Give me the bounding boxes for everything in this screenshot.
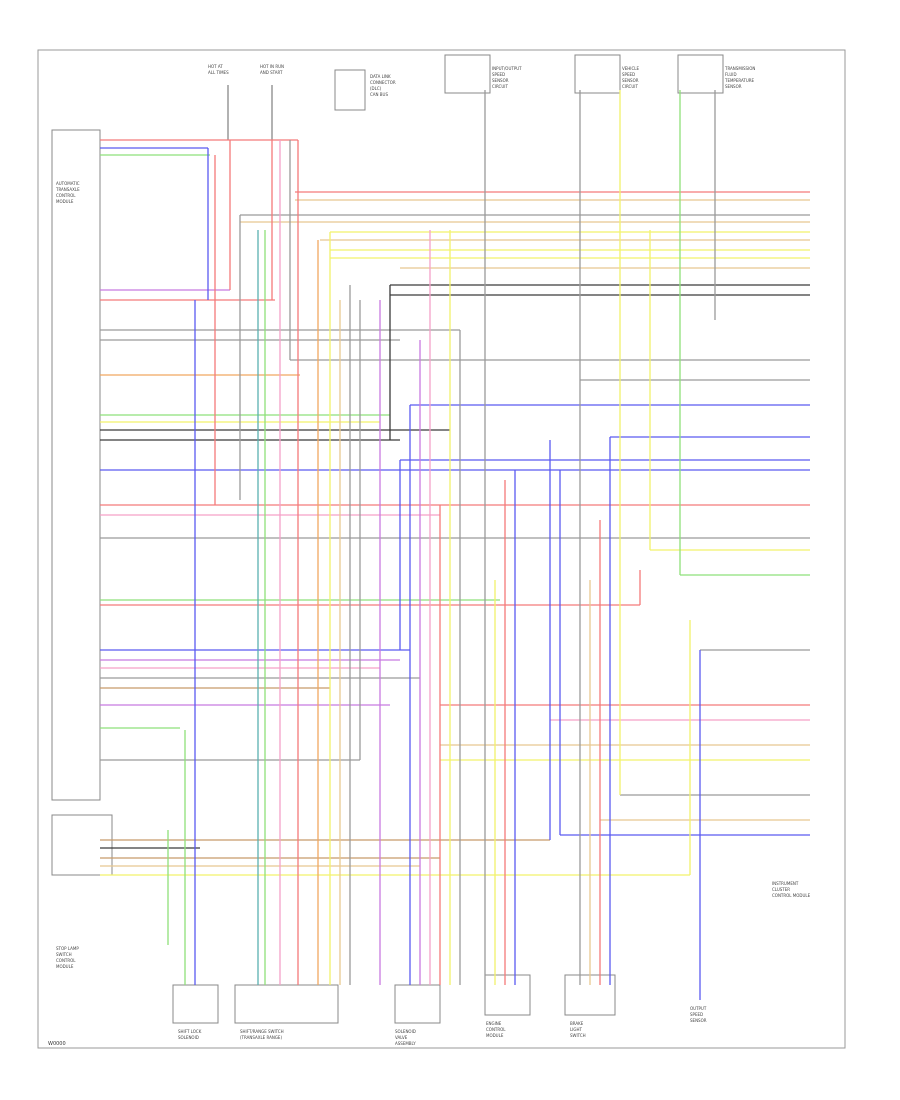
wire-bundle [100,90,810,1000]
bottom-component-2: SHIFT/RANGE SWITCH(TRANSAXLE RANGE) [234,984,339,1040]
footer-code: W0000 [48,1041,66,1047]
diagram-border [37,49,846,1049]
left-lower-module [51,814,113,876]
bottom-2-label: SHIFT/RANGE SWITCH(TRANSAXLE RANGE) [240,1029,284,1040]
ecm-box [51,129,101,801]
